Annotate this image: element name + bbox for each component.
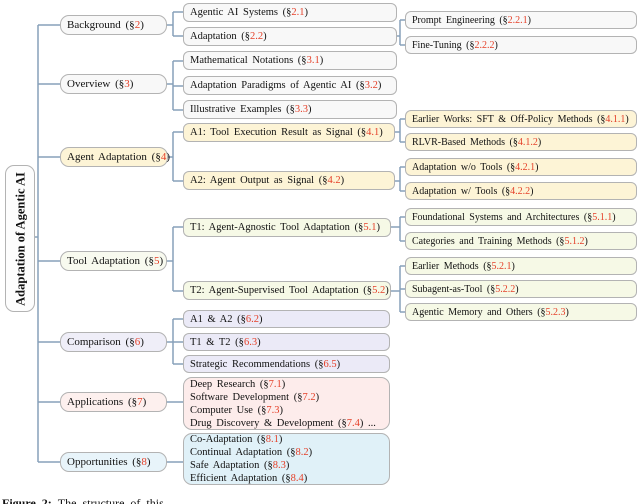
section-ref[interactable]: 5.1 bbox=[363, 222, 377, 233]
node-adaptation-wo-tools: Adaptation w/o Tools (§4.2.1) bbox=[405, 158, 637, 176]
node-applications-list: Deep Research (§7.1) Software Developmen… bbox=[183, 377, 390, 430]
section-ref[interactable]: 2 bbox=[134, 19, 141, 31]
section-ref[interactable]: 2.2 bbox=[250, 31, 264, 42]
node-adaptation-w-tools: Adaptation w/ Tools (§4.2.2) bbox=[405, 182, 637, 200]
node-opportunities-list: Co-Adaptation (§8.1) Continual Adaptatio… bbox=[183, 433, 390, 485]
node-earlier-methods: Earlier Methods (§5.2.1) bbox=[405, 257, 637, 275]
section-ref[interactable]: 2.2.2 bbox=[474, 39, 495, 51]
section-ref[interactable]: 7.4 bbox=[346, 417, 360, 429]
node-mathematical-notations: Mathematical Notations (§3.1) bbox=[183, 51, 397, 70]
node-adaptation-paradigms: Adaptation Paradigms of Agentic AI (§3.2… bbox=[183, 76, 397, 95]
node-strategic-recommendations: Strategic Recommendations (§6.5) bbox=[183, 355, 390, 373]
node-rlvr-methods: RLVR-Based Methods (§4.1.2) bbox=[405, 133, 637, 151]
node-adaptation: Adaptation (§2.2) bbox=[183, 27, 397, 46]
node-earlier-works-sft: Earlier Works: SFT & Off-Policy Methods … bbox=[405, 110, 637, 128]
list-item: Drug Discovery & Development (§7.4) ... bbox=[190, 417, 376, 429]
section-ref[interactable]: 6.2 bbox=[245, 313, 259, 325]
section-ref[interactable]: 7 bbox=[137, 396, 143, 408]
node-comparison: Comparison (§6) bbox=[60, 332, 167, 352]
section-ref[interactable]: 5.2.3 bbox=[545, 306, 566, 318]
section-ref[interactable]: 7.2 bbox=[302, 391, 316, 403]
section-ref[interactable]: 6.5 bbox=[323, 358, 337, 370]
node-t1-t2: T1 & T2 (§6.3) bbox=[183, 333, 390, 351]
section-ref[interactable]: 8.2 bbox=[295, 447, 309, 458]
section-ref[interactable]: 4.1.2 bbox=[517, 136, 538, 148]
root-node: Adaptation of Agentic AI bbox=[5, 165, 35, 312]
node-tool-adaptation: Tool Adaptation (§5) bbox=[60, 251, 167, 271]
section-ref[interactable]: 4 bbox=[160, 151, 167, 163]
node-agentic-ai-systems: Agentic AI Systems (§2.1) bbox=[183, 3, 397, 22]
node-t1-agent-agnostic: T1: Agent-Agnostic Tool Adaptation (§5.1… bbox=[183, 218, 391, 237]
list-item: Deep Research (§7.1) bbox=[190, 378, 286, 390]
section-ref[interactable]: 8.1 bbox=[265, 434, 279, 445]
section-ref[interactable]: 3.1 bbox=[306, 55, 320, 66]
section-ref[interactable]: 4.2.1 bbox=[515, 161, 536, 173]
section-ref[interactable]: 5.2.2 bbox=[495, 283, 516, 295]
node-a2-agent-output: A2: Agent Output as Signal (§4.2) bbox=[183, 171, 395, 190]
list-item: Continual Adaptation (§8.2) bbox=[190, 447, 313, 458]
node-applications: Applications (§7) bbox=[60, 392, 167, 412]
section-ref[interactable]: 5.2 bbox=[372, 285, 386, 296]
section-ref[interactable]: 5.2.1 bbox=[491, 260, 512, 272]
section-ref[interactable]: 4.2 bbox=[327, 175, 341, 186]
node-agent-adaptation: Agent Adaptation (§4) bbox=[60, 147, 170, 167]
list-item: Safe Adaptation (§8.3) bbox=[190, 460, 290, 471]
node-overview: Overview (§3) bbox=[60, 74, 167, 94]
node-categories-training: Categories and Training Methods (§5.1.2) bbox=[405, 232, 637, 250]
root-title: Adaptation of Agentic AI bbox=[12, 171, 27, 306]
figure-caption-text: The structure of this bbox=[57, 496, 164, 504]
node-foundational-systems: Foundational Systems and Architectures (… bbox=[405, 208, 637, 226]
section-ref[interactable]: 8.4 bbox=[290, 473, 304, 484]
section-ref[interactable]: 5.1.2 bbox=[564, 235, 585, 247]
list-item: Co-Adaptation (§8.1) bbox=[190, 434, 283, 445]
node-fine-tuning: Fine-Tuning (§2.2.2) bbox=[405, 36, 637, 54]
node-a1-tool-execution: A1: Tool Execution Result as Signal (§4.… bbox=[183, 123, 395, 142]
section-ref[interactable]: 7.3 bbox=[266, 404, 280, 416]
node-background: Background (§2) bbox=[60, 15, 167, 35]
node-a1-a2: A1 & A2 (§6.2) bbox=[183, 310, 390, 328]
section-ref[interactable]: 4.2.2 bbox=[510, 185, 531, 197]
section-ref[interactable]: 3 bbox=[124, 78, 130, 90]
section-ref[interactable]: 2.1 bbox=[291, 7, 305, 18]
figure-caption-label: Figure 2: bbox=[2, 496, 52, 504]
section-ref[interactable]: 5.1.1 bbox=[592, 211, 613, 223]
section-ref[interactable]: 8.3 bbox=[272, 460, 286, 471]
list-item: Computer Use (§7.3) bbox=[190, 404, 283, 416]
node-illustrative-examples: Illustrative Examples (§3.3) bbox=[183, 100, 397, 119]
node-agentic-memory: Agentic Memory and Others (§5.2.3) bbox=[405, 303, 637, 321]
section-ref[interactable]: 3.2 bbox=[364, 80, 378, 91]
node-opportunities: Opportunities (§8) bbox=[60, 452, 167, 472]
node-t2-agent-supervised: T2: Agent-Supervised Tool Adaptation (§5… bbox=[183, 281, 391, 300]
list-item: Efficient Adaptation (§8.4) bbox=[190, 473, 308, 484]
section-ref[interactable]: 4.1.1 bbox=[605, 113, 626, 125]
node-prompt-engineering: Prompt Engineering (§2.2.1) bbox=[405, 11, 637, 29]
section-ref[interactable]: 4.1 bbox=[366, 127, 380, 138]
figure-caption: Figure 2: The structure of this bbox=[2, 496, 164, 504]
list-item: Software Development (§7.2) bbox=[190, 391, 320, 403]
section-ref[interactable]: 6 bbox=[134, 336, 141, 348]
section-ref[interactable]: 5 bbox=[153, 255, 160, 267]
node-subagent-as-tool: Subagent-as-Tool (§5.2.2) bbox=[405, 280, 637, 298]
section-ref[interactable]: 3.3 bbox=[294, 104, 309, 115]
section-ref[interactable]: 8 bbox=[141, 456, 147, 468]
section-ref[interactable]: 6.3 bbox=[243, 336, 258, 348]
section-ref[interactable]: 2.2.1 bbox=[507, 14, 528, 26]
section-ref[interactable]: 7.1 bbox=[268, 378, 282, 390]
